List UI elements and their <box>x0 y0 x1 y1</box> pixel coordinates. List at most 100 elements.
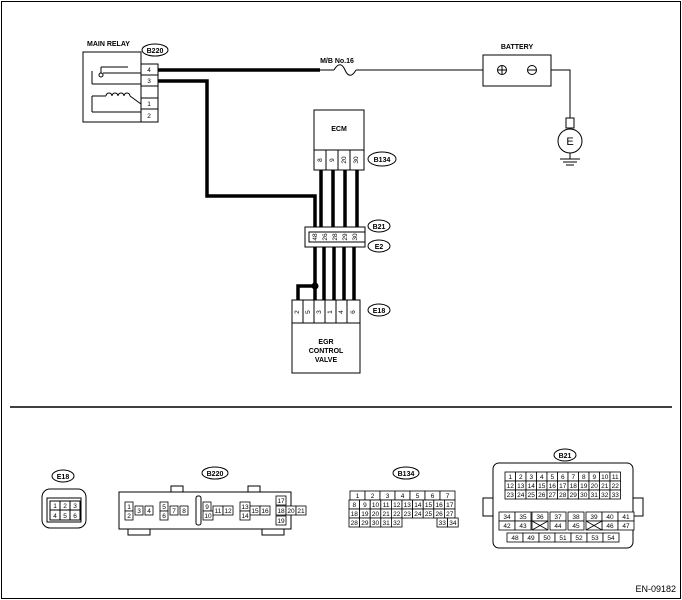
b21-pin-52-label: 52 <box>575 535 583 542</box>
b21-pin-51-label: 51 <box>559 535 567 542</box>
ecm-b21-wires <box>319 170 359 232</box>
b21-pin-43-label: 43 <box>519 523 527 530</box>
b134-pin-22-label: 22 <box>393 511 401 518</box>
b220-pin-1-label: 1 <box>127 504 131 511</box>
b21-pin-45-cell <box>567 520 585 531</box>
b220-pin-21-label: 21 <box>297 508 305 515</box>
b134-pin-7-label: 7 <box>446 493 450 500</box>
e18-pin-6: 6 <box>350 310 357 314</box>
connector-face-e18: E18 1 2 3 4 5 6 <box>41 469 87 529</box>
fuse-label: M/B No.16 <box>320 58 354 65</box>
b220-pin-3-cell <box>134 505 144 516</box>
b21-pin-27-label: 27 <box>549 492 557 499</box>
b21-pin-45-label: 45 <box>572 523 580 530</box>
b220-pin-4-label: 4 <box>147 508 151 515</box>
b134-pin-25-label: 25 <box>425 511 433 518</box>
b21-pin-33-label: 33 <box>612 492 620 499</box>
b134-pin-24-label: 24 <box>414 511 422 518</box>
battery-label: BATTERY <box>501 44 534 51</box>
b21-pin-44-label: 44 <box>554 523 562 530</box>
relay-pin-2: 2 <box>147 113 151 120</box>
b134-pin-9-label: 9 <box>363 502 367 509</box>
b220-pin-2-label: 2 <box>127 513 131 520</box>
egr-label-3: VALVE <box>315 357 338 364</box>
b21-pin-48: 48 <box>312 233 319 241</box>
b21-pin-41-label: 41 <box>622 514 630 521</box>
e18-face-2: 2 <box>63 503 67 510</box>
b21-pin-26: 26 <box>322 233 329 241</box>
b134-pin-13-label: 13 <box>404 502 412 509</box>
b21-pin-34-label: 34 <box>503 514 511 521</box>
b134-pin-27-label: 27 <box>446 511 454 518</box>
e18-pin-2: 2 <box>294 310 301 314</box>
face-tag-b220: B220 <box>207 471 224 478</box>
b134-pin-28-label: 28 <box>351 520 359 527</box>
ecm-pin-30: 30 <box>353 156 360 164</box>
b134-pin-33-label: 33 <box>439 520 447 527</box>
b220-pin-16-cell <box>259 505 271 516</box>
b134-pin-1-label: 1 <box>356 493 360 500</box>
b21-pin-24-label: 24 <box>517 492 525 499</box>
b220-pin-20-label: 20 <box>287 508 295 515</box>
b21-e18-wires <box>296 247 356 300</box>
b220-pin-9-label: 9 <box>205 504 209 511</box>
b21-pin-47-label: 47 <box>622 523 630 530</box>
b220-pin-12-cell <box>222 505 234 516</box>
b21-pin-10-label: 10 <box>601 474 609 481</box>
b220-pin-16-label: 16 <box>261 508 269 515</box>
egr-control-valve: 2 5 3 1 4 6 EGR CONTROL VALVE E18 <box>291 299 391 374</box>
ecm-pin-20: 20 <box>341 156 348 164</box>
b134-pin-10-label: 10 <box>372 502 380 509</box>
tag-b21: B21 <box>373 224 386 231</box>
b21-pin-4-label: 4 <box>540 474 544 481</box>
e18-face-5: 5 <box>63 513 67 520</box>
b21-blank-1-mark <box>531 520 549 531</box>
b21-pin-33-cell <box>609 489 621 500</box>
b134-pin-31-label: 31 <box>382 520 390 527</box>
b134-pin-34-cell <box>447 517 459 528</box>
b21-pin-3-label: 3 <box>529 474 533 481</box>
b134-pin-32-label: 32 <box>393 520 401 527</box>
b21-pin-15-label: 15 <box>538 483 546 490</box>
e18-pin-1: 1 <box>327 310 334 314</box>
e18-face-3: 3 <box>73 503 77 510</box>
main-relay-label: MAIN RELAY <box>87 41 130 48</box>
b220-pin-6-cell <box>159 510 169 521</box>
b134-pin-11-label: 11 <box>383 502 390 509</box>
relay-pin-1: 1 <box>147 101 151 108</box>
b220-pin-8-cell <box>179 505 189 516</box>
b134-pin-32-cell <box>390 517 403 528</box>
b220-pin-6-label: 6 <box>162 513 166 520</box>
e18-pin-3: 3 <box>316 310 323 314</box>
b21-pin-37-label: 37 <box>554 514 562 521</box>
ecm: ECM 8 9 20 30 B134 <box>313 109 397 171</box>
b220-pin-10-label: 10 <box>204 513 212 520</box>
b21-pin-47-cell <box>617 520 635 531</box>
b21-pin-48-label: 48 <box>511 535 519 542</box>
b134-pin-16-label: 16 <box>435 502 443 509</box>
b21-pin-38-label: 38 <box>572 514 580 521</box>
b134-pin-30-label: 30 <box>372 520 380 527</box>
tag-b220: B220 <box>147 48 164 55</box>
face-tag-b134: B134 <box>398 471 415 478</box>
e18-pin-4: 4 <box>338 310 345 314</box>
b21-pin-40-label: 40 <box>606 514 614 521</box>
ground-terminal-icon <box>565 117 575 129</box>
b21-pin-19-label: 19 <box>580 483 588 490</box>
b134-pin-34-label: 34 <box>449 520 457 527</box>
b21-pin-43-cell <box>514 520 532 531</box>
b134-pin-19-label: 19 <box>361 511 369 518</box>
b21-pin-31-label: 31 <box>591 492 599 499</box>
ecm-pin-9: 9 <box>329 158 336 162</box>
ecm-label: ECM <box>331 126 347 133</box>
b220-pin-17-cell <box>275 495 287 506</box>
b21-pin-42-label: 42 <box>503 523 511 530</box>
b134-pin-18-label: 18 <box>351 511 359 518</box>
doc-code: EN-09182 <box>635 584 676 594</box>
b220-pin-18-label: 18 <box>277 508 285 515</box>
tag-e2: E2 <box>375 244 384 251</box>
